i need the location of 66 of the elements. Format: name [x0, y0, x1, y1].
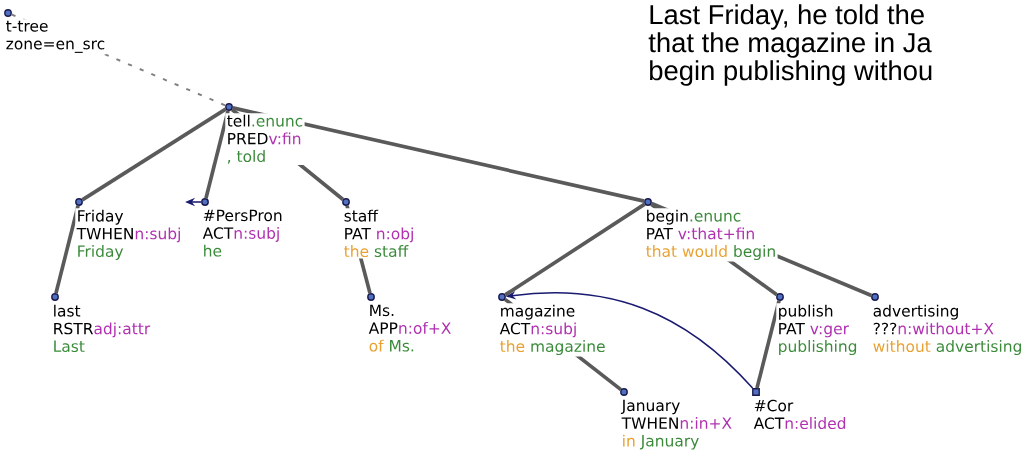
node-label: ACT: [499, 322, 531, 335]
node-label: advertising ??? n:without+X without advertising: [871, 303, 1024, 357]
tree-node: [644, 198, 652, 206]
tree-node: [498, 293, 506, 301]
sentence-line: Last Friday, he told the: [650, 4, 924, 30]
node-label: publish PAT v:ger publishing: [776, 303, 859, 357]
node-label: tell: [227, 114, 250, 127]
node-label: that would: [646, 245, 727, 258]
node-label: Friday: [78, 209, 124, 225]
tree-node: [776, 293, 784, 301]
node-label: begin .enunc PAT v:that+fin that would begin: [644, 208, 778, 262]
node-label: magazine ACTn:subj the magazine: [498, 303, 607, 357]
node-label: zone=en_src: [6, 40, 105, 53]
node-label: #PersPron ACTn:subj he: [201, 208, 285, 258]
sentence-line: that the magazine in Ja: [648, 32, 932, 58]
node-label: , told: [227, 150, 265, 164]
node-label: PRED: [228, 132, 268, 145]
node-label: magazine: [501, 304, 575, 320]
node-label: n:subj: [531, 322, 576, 338]
sentence-line: begin publishing withou: [650, 60, 932, 86]
node-label: Friday: [78, 245, 124, 261]
tree-node: [620, 388, 628, 396]
branch-line: [54, 205, 80, 294]
node-label: PAT: [345, 227, 371, 240]
node-label: the: [344, 245, 369, 258]
node-label: PAT: [779, 322, 805, 335]
node-label: t-tree zone=en_src: [4, 19, 107, 55]
node-label: staff PAT n:obj the staff: [342, 208, 416, 259]
node-label: TWHEN: [76, 227, 133, 240]
tree-node: [225, 103, 233, 111]
tree-node: [51, 293, 59, 301]
tree-node: [4, 9, 12, 17]
branch-line: [81, 107, 227, 202]
node-label: begin: [647, 209, 688, 225]
node-label: the: [500, 340, 525, 353]
branch-line: [232, 106, 645, 203]
node-label: v:fin: [268, 132, 301, 145]
node-label: begin: [734, 245, 775, 261]
tree-node: [752, 388, 760, 396]
node-label: publish: [779, 304, 833, 320]
branch-line: [204, 110, 230, 199]
node-label: PAT: [647, 227, 673, 240]
node-label: January TWHEN n:in+X in January: [620, 398, 734, 451]
tree-node: [75, 198, 83, 206]
node-label: t-tree: [6, 20, 48, 32]
node-label: last RSTRadj:attr Last: [51, 303, 152, 354]
node-label: Ms. APPn:of+X of Ms.: [367, 303, 453, 353]
node-label: .enunc: [690, 212, 741, 222]
node-label: publishing: [779, 340, 857, 356]
node-label: n:obj: [377, 227, 413, 243]
tree-node: [871, 293, 879, 301]
tree-node: [201, 198, 209, 206]
node-label: n:subj: [135, 227, 180, 243]
node-label: #Cor ACTn:elided: [752, 398, 848, 431]
node-label: Friday TWHEN n:subj Friday: [75, 208, 183, 262]
node-label: v:that+fin: [678, 227, 754, 240]
tree-node: [342, 198, 350, 206]
node-label: v:ger: [810, 325, 849, 338]
node-label: tell .enunc PREDv:fin , told: [225, 113, 305, 166]
node-label: staff: [374, 245, 409, 258]
branch-line: [755, 300, 781, 389]
branch-line: [504, 202, 646, 297]
node-label: magazine: [531, 340, 605, 356]
node-label: .enunc: [252, 117, 303, 127]
tree-node: [367, 293, 375, 301]
node-label: staff: [344, 209, 379, 222]
